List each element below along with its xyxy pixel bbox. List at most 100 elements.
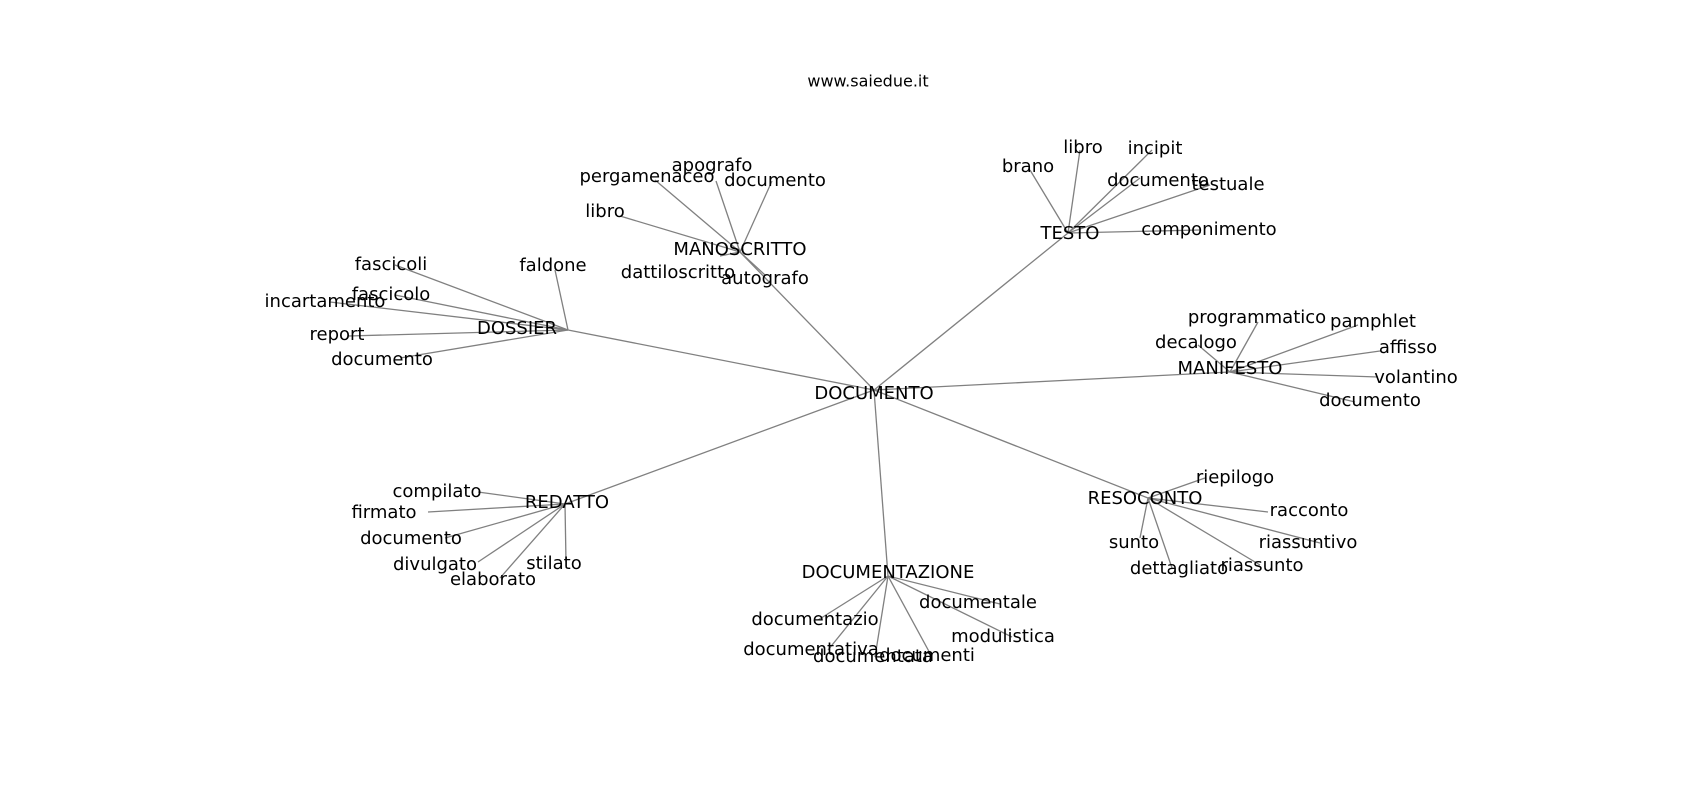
- hub-node-dossier: DOSSIER: [477, 318, 557, 339]
- hub-node-manoscritto: MANOSCRITTO: [673, 239, 806, 260]
- leaf-node-manifesto-volantino: volantino: [1374, 367, 1458, 388]
- edge-manifesto-programmatico: [1229, 321, 1259, 373]
- leaf-node-manoscritto-documento: documento: [724, 170, 826, 191]
- edge-documentazione-documentazio: [817, 575, 889, 621]
- edge-manifesto-volantino: [1229, 371, 1379, 378]
- leaf-node-documentazione-documentale: documentale: [919, 592, 1037, 613]
- leaf-node-resoconto-riepilogo: riepilogo: [1196, 467, 1274, 488]
- leaf-node-manoscritto-dattiloscritto: dattiloscritto: [621, 262, 735, 283]
- leaf-node-testo-brano: brano: [1002, 156, 1054, 177]
- leaf-node-manifesto-documento: documento: [1319, 390, 1421, 411]
- leaf-node-documentazione-documentativa: documentativa: [743, 639, 879, 660]
- hub-node-documentazione: DOCUMENTAZIONE: [802, 562, 975, 583]
- leaf-node-dossier-fascicolo: fascicolo: [352, 284, 431, 305]
- leaf-node-testo-libro: libro: [1063, 137, 1102, 158]
- leaf-node-resoconto-riassuntivo: riassuntivo: [1259, 532, 1358, 553]
- edge-testo-brano: [1029, 169, 1069, 234]
- edge-manoscritto-apografo: [715, 180, 741, 253]
- leaf-node-dossier-documento: documento: [331, 349, 433, 370]
- leaf-node-resoconto-riassunto: riassunto: [1220, 555, 1303, 576]
- edge-center-documentazione: [873, 389, 889, 577]
- edge-dossier-documento: [399, 329, 569, 359]
- edge-redatto-firmato: [427, 503, 566, 513]
- edge-center-manoscritto: [739, 251, 875, 391]
- edge-manoscritto-pergamenaceo: [654, 179, 741, 253]
- site-label: www.saiedue.it: [807, 72, 928, 91]
- leaf-node-redatto-elaborato: elaborato: [450, 569, 536, 590]
- edge-center-resoconto: [873, 389, 1149, 499]
- edge-testo-testuale: [1067, 184, 1211, 234]
- hub-node-manifesto: MANIFESTO: [1178, 358, 1283, 379]
- edge-documentazione-documenti: [874, 575, 889, 658]
- edge-testo-documento: [1067, 177, 1141, 234]
- leaf-node-testo-incipit: incipit: [1128, 138, 1183, 159]
- edge-documentazione-documentativa: [827, 575, 889, 651]
- leaf-node-manoscritto-libro: libro: [585, 201, 624, 222]
- edge-documentazione-documentata: [887, 575, 933, 658]
- graph-edges: [329, 149, 1381, 658]
- edge-redatto-documento: [444, 503, 566, 539]
- leaf-node-manifesto-programmatico: programmatico: [1188, 307, 1326, 328]
- edge-resoconto-riepilogo: [1147, 477, 1206, 499]
- leaf-node-resoconto-racconto: racconto: [1270, 500, 1349, 521]
- leaf-node-dossier-report: report: [310, 324, 365, 345]
- edge-redatto-divulgato: [477, 503, 566, 563]
- hub-node-redatto: REDATTO: [525, 492, 609, 513]
- hub-node-testo: TESTO: [1040, 223, 1100, 244]
- edge-redatto-stilato: [564, 503, 567, 563]
- hub-node-resoconto: RESOCONTO: [1088, 488, 1203, 509]
- leaf-node-redatto-documento: documento: [360, 528, 462, 549]
- leaf-node-documentazione-documentazio: documentazio: [751, 609, 878, 630]
- edge-manoscritto-documento: [739, 180, 773, 253]
- edge-dossier-faldone: [554, 269, 569, 331]
- leaf-node-documentazione-modulistica: modulistica: [951, 626, 1055, 647]
- edge-manifesto-documento: [1229, 371, 1356, 403]
- edge-dossier-incartamento: [329, 301, 569, 331]
- leaf-node-redatto-divulgato: divulgato: [393, 554, 477, 575]
- leaf-node-redatto-compilato: compilato: [393, 481, 482, 502]
- edge-redatto-elaborato: [499, 503, 566, 579]
- leaf-node-manifesto-affisso: affisso: [1379, 337, 1437, 358]
- edge-center-testo: [873, 232, 1069, 391]
- edge-dossier-fascicoli: [394, 264, 569, 331]
- edge-manoscritto-libro: [619, 215, 741, 253]
- edge-manifesto-pamphlet: [1229, 324, 1359, 373]
- edge-manoscritto-dattiloscritto: [719, 251, 741, 257]
- edge-center-dossier: [567, 329, 875, 391]
- edge-resoconto-riassuntivo: [1147, 497, 1321, 544]
- edge-testo-incipit: [1067, 149, 1153, 234]
- leaf-node-documentazione-documenti: documenti: [879, 645, 975, 666]
- edge-resoconto-riassunto: [1147, 497, 1261, 566]
- leaf-node-resoconto-dettagliato: dettagliato: [1130, 558, 1228, 579]
- leaf-node-redatto-firmato: firmato: [351, 502, 416, 523]
- edge-redatto-compilato: [477, 491, 566, 505]
- leaf-node-manoscritto-autografo: autografo: [721, 268, 809, 289]
- edge-resoconto-sunto: [1139, 497, 1149, 539]
- edge-testo-componimento: [1067, 229, 1201, 234]
- edge-dossier-report: [347, 329, 569, 337]
- leaf-node-dossier-incartamento: incartamento: [265, 291, 386, 312]
- center-node-label: DOCUMENTO: [814, 383, 933, 404]
- leaf-node-resoconto-sunto: sunto: [1109, 532, 1159, 553]
- leaf-node-dossier-fascicoli: fascicoli: [355, 254, 428, 275]
- edge-manifesto-affisso: [1229, 350, 1381, 373]
- edge-center-redatto: [564, 389, 875, 505]
- edge-center-manifesto: [873, 371, 1231, 391]
- leaf-node-manifesto-pamphlet: pamphlet: [1330, 311, 1416, 332]
- edge-resoconto-racconto: [1147, 497, 1269, 513]
- edge-testo-libro: [1067, 149, 1081, 234]
- leaf-node-documentazione-documentata: documentata: [813, 646, 933, 667]
- edge-documentazione-modulistica: [887, 575, 1013, 638]
- leaf-node-manifesto-decalogo: decalogo: [1155, 332, 1237, 353]
- edge-documentazione-documentale: [887, 575, 1001, 605]
- leaf-node-manoscritto-pergamenaceo: pergamenaceo: [579, 166, 714, 187]
- leaf-node-dossier-faldone: faldone: [519, 255, 586, 276]
- leaf-node-redatto-stilato: stilato: [526, 553, 582, 574]
- edge-dossier-fascicolo: [394, 294, 569, 331]
- edge-manifesto-decalogo: [1197, 344, 1231, 373]
- leaf-node-testo-documento: documento: [1107, 170, 1209, 191]
- leaf-node-manoscritto-apografo: apografo: [672, 155, 753, 176]
- edge-resoconto-dettagliato: [1147, 497, 1173, 569]
